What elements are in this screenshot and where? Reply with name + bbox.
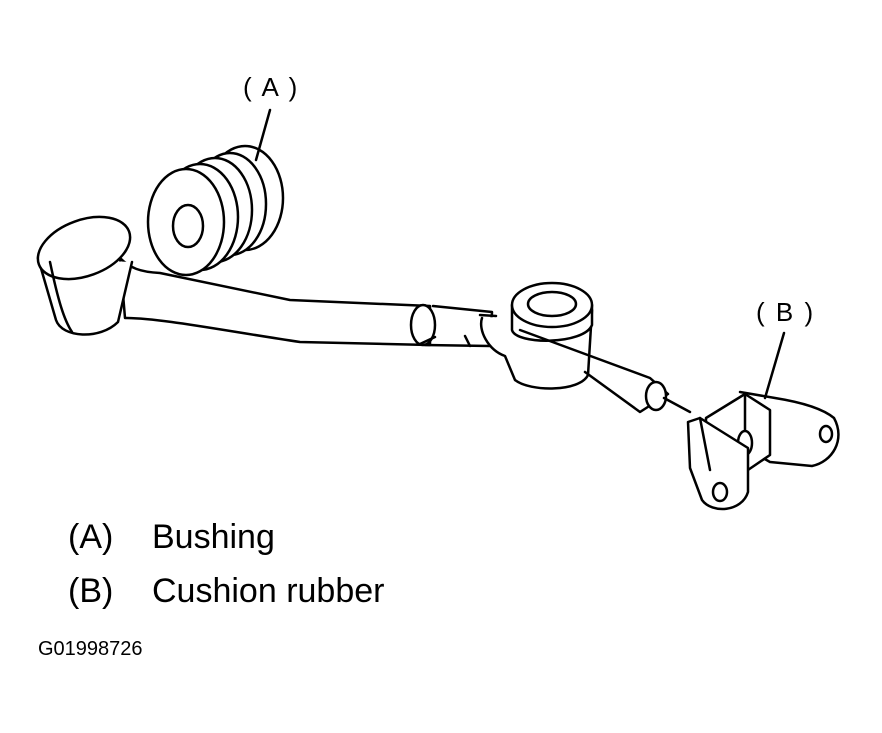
legend-item-bushing: (A) Bushing [68, 518, 275, 557]
legend-text: Cushion rubber [152, 572, 385, 610]
legend-key: (A) [68, 518, 114, 556]
callout-label-a: ( A ) [243, 72, 300, 102]
figure-id: G01998726 [38, 638, 143, 660]
leader-line-b [763, 331, 786, 400]
legend-item-cushion-rubber: (B) Cushion rubber [68, 572, 384, 611]
cushion-rubber-bracket [686, 390, 840, 511]
legend-text: Bushing [152, 518, 275, 556]
bushing-part [146, 144, 285, 277]
rod-end-boss [478, 281, 670, 414]
leader-line-a [254, 108, 272, 162]
callout-label-b: ( B ) [756, 297, 816, 327]
legend-key: (B) [68, 572, 114, 610]
guide-line [662, 396, 692, 414]
lever-arm [36, 215, 494, 348]
